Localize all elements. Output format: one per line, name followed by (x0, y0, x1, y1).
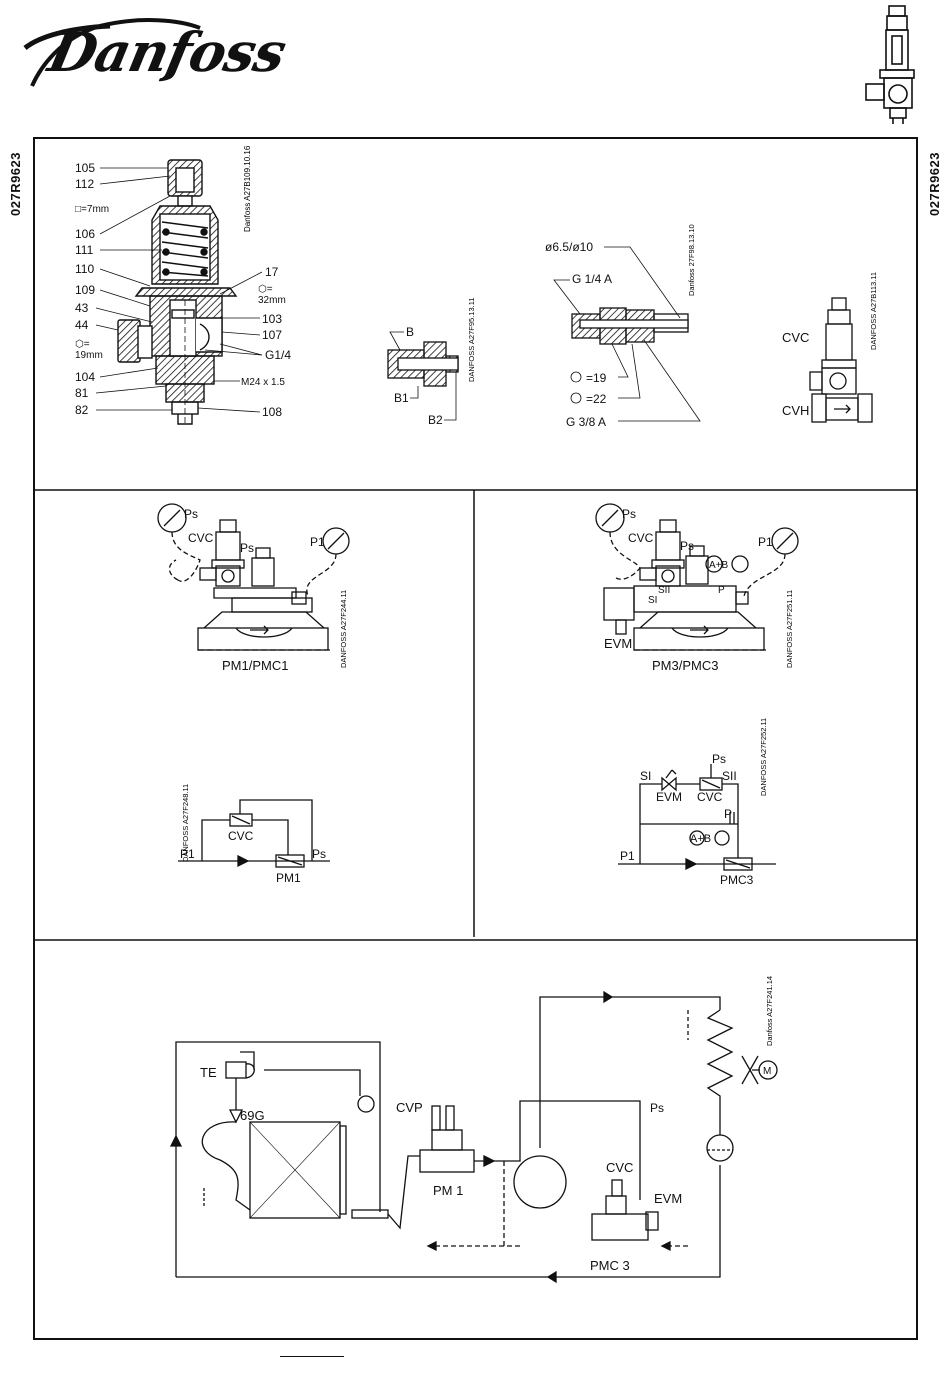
svg-text:69G: 69G (240, 1108, 265, 1123)
danfoss-logo: Danfoss (20, 8, 291, 96)
svg-text:17: 17 (265, 265, 279, 279)
svg-text:104: 104 (75, 370, 95, 384)
svg-text:=19: =19 (586, 371, 607, 385)
svg-text:CVC: CVC (606, 1160, 633, 1175)
svg-text:P1: P1 (310, 535, 325, 549)
svg-text:81: 81 (75, 386, 89, 400)
nipple-drawing (387, 341, 459, 387)
svg-text:G 1/4 A: G 1/4 A (572, 272, 612, 286)
svg-text:Ps: Ps (184, 507, 198, 521)
svg-text:Ps: Ps (622, 507, 636, 521)
svg-text:107: 107 (262, 328, 282, 342)
diagram-frame (33, 137, 918, 1340)
svg-text:A+B: A+B (709, 560, 729, 571)
pmc3-schematic (618, 764, 776, 871)
svg-text:103: 103 (262, 312, 282, 326)
svg-text:PMC3: PMC3 (720, 873, 754, 887)
svg-text:M: M (763, 1066, 771, 1077)
svg-text:CVC: CVC (628, 531, 654, 545)
svg-text:B: B (406, 325, 414, 339)
valve-drawing-code: Danfoss A27B109.10.16 (243, 145, 252, 232)
svg-text:CVP: CVP (396, 1100, 423, 1115)
valve-cross-section (117, 159, 238, 425)
svg-text:19mm: 19mm (75, 350, 103, 361)
svg-text:PM 1: PM 1 (433, 1183, 463, 1198)
svg-text:108: 108 (262, 405, 282, 419)
logo-swoosh-icon (23, 18, 201, 87)
svg-text:M24 x 1.5: M24 x 1.5 (241, 377, 285, 388)
svg-text:P1: P1 (180, 847, 195, 861)
svg-text:Danfoss A27F241.14: Danfoss A27F241.14 (765, 976, 774, 1046)
svg-text:=22: =22 (586, 392, 607, 406)
svg-text:B2: B2 (428, 413, 443, 427)
svg-text:TE: TE (200, 1065, 217, 1080)
svg-text:105: 105 (75, 161, 95, 175)
svg-text:P: P (718, 585, 725, 596)
svg-text:Ps: Ps (650, 1101, 664, 1115)
svg-text:112: 112 (75, 177, 94, 191)
svg-text:DANFOSS A27F252.11: DANFOSS A27F252.11 (759, 718, 768, 796)
valve-callouts: 105 112 □=7mm 106 111 110 109 43 44 ⬡= 1… (75, 161, 291, 419)
svg-text:DANFOSS A27F251.11: DANFOSS A27F251.11 (785, 590, 794, 668)
svg-text:Ps: Ps (240, 541, 254, 555)
svg-text:⬡=: ⬡= (75, 339, 90, 350)
footer-rule (280, 1356, 344, 1357)
refrigeration-system-diagram (169, 990, 778, 1284)
svg-text:P1: P1 (620, 849, 635, 863)
svg-text:A+B: A+B (690, 833, 711, 845)
svg-text:⬡=: ⬡= (258, 284, 273, 295)
pm3-installation (595, 503, 799, 651)
svg-text:SII: SII (658, 585, 670, 596)
svg-text:CVC: CVC (697, 790, 723, 804)
pm1-installation (157, 503, 350, 651)
svg-text:DANFOSS A27F248.11: DANFOSS A27F248.11 (181, 784, 190, 862)
svg-text:EVM: EVM (656, 790, 682, 804)
svg-text:SII: SII (722, 769, 737, 783)
svg-text:CVC: CVC (782, 330, 809, 345)
pm1-schematic (178, 799, 330, 868)
svg-text:44: 44 (75, 318, 89, 332)
valve-thumbnail-icon (865, 5, 915, 124)
svg-text:SI: SI (648, 595, 657, 606)
svg-text:Ps: Ps (312, 847, 326, 861)
svg-text:106: 106 (75, 227, 95, 241)
svg-text:Ps: Ps (680, 539, 694, 553)
svg-text:DANFOSS A27B113.11: DANFOSS A27B113.11 (869, 272, 878, 350)
svg-text:□=7mm: □=7mm (75, 204, 109, 215)
svg-text:PMC 3: PMC 3 (590, 1258, 630, 1273)
svg-text:109: 109 (75, 283, 95, 297)
svg-text:Danfoss 27F98.13.10: Danfoss 27F98.13.10 (687, 224, 696, 296)
svg-text:EVM: EVM (654, 1191, 682, 1206)
svg-text:SI: SI (640, 769, 651, 783)
svg-text:CVC: CVC (188, 531, 214, 545)
svg-text:Ps: Ps (712, 752, 726, 766)
svg-text:G1/4: G1/4 (265, 348, 291, 362)
svg-text:CVC: CVC (228, 829, 254, 843)
svg-text:B1: B1 (394, 391, 409, 405)
svg-text:32mm: 32mm (258, 295, 286, 306)
svg-text:DANFOSS A27F244.11: DANFOSS A27F244.11 (339, 590, 348, 668)
pipe-fitting-drawing (571, 307, 689, 345)
svg-text:PM1: PM1 (276, 871, 301, 885)
svg-text:PM3/PMC3: PM3/PMC3 (652, 658, 718, 673)
svg-text:ø6.5/ø10: ø6.5/ø10 (545, 240, 593, 254)
svg-text:P1: P1 (758, 535, 773, 549)
svg-text:43: 43 (75, 301, 89, 315)
svg-text:110: 110 (75, 262, 94, 276)
svg-text:82: 82 (75, 403, 89, 417)
svg-text:CVH: CVH (782, 403, 809, 418)
svg-text:P: P (724, 807, 732, 821)
svg-text:EVM: EVM (604, 636, 632, 651)
svg-text:G 3/8 A: G 3/8 A (566, 415, 606, 429)
svg-text:DANFOSS A27F95.13.11: DANFOSS A27F95.13.11 (467, 298, 476, 383)
svg-text:PM1/PMC1: PM1/PMC1 (222, 658, 288, 673)
pilot-valve-drawing (809, 297, 873, 423)
svg-text:111: 111 (75, 243, 94, 257)
